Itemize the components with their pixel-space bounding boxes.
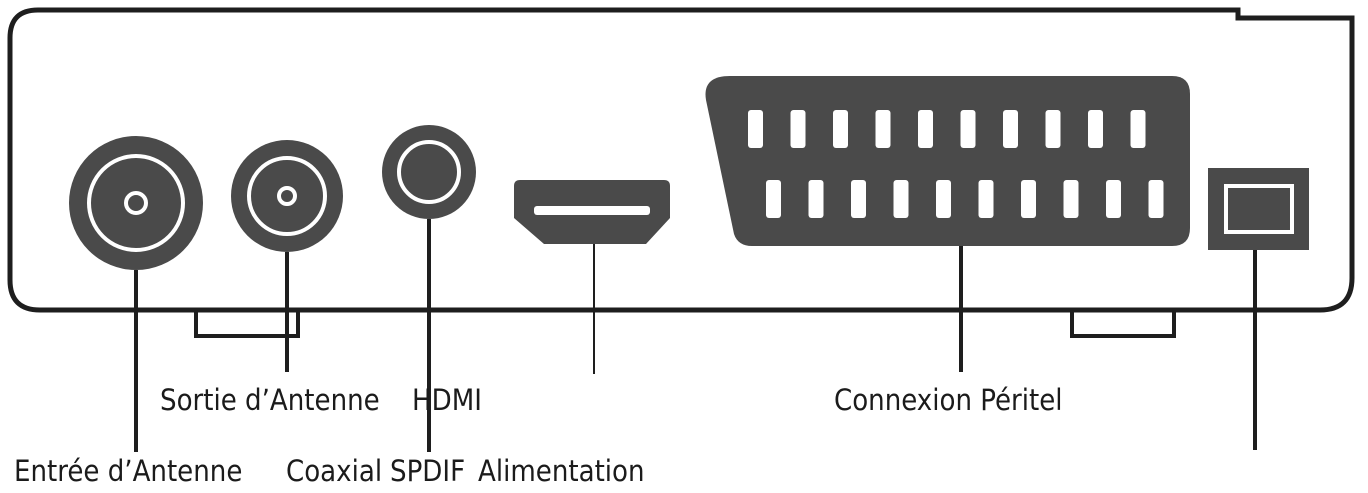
scart-pin [1063, 180, 1079, 218]
scart-pin [960, 110, 976, 148]
scart-pin [748, 110, 763, 148]
scart-pin [808, 180, 824, 218]
scart-pin [1003, 110, 1018, 148]
scart-pin [1021, 180, 1036, 218]
antenna-output-port [231, 140, 343, 252]
scart-pin [893, 180, 909, 218]
scart-pin [766, 180, 781, 218]
label-coaxial: Coaxial [286, 454, 383, 488]
spdif-optical-port [1208, 168, 1309, 250]
antenna-input-port [69, 136, 203, 270]
scart-pin [1045, 110, 1061, 148]
coaxial-port [382, 125, 476, 219]
scart-pin [1148, 180, 1164, 218]
scart-pin [936, 180, 951, 218]
scart-pin [1088, 110, 1103, 148]
scart-port [705, 76, 1190, 246]
label-spdif: SPDIF [390, 454, 466, 488]
scart-pin [833, 110, 848, 148]
scart-pin [918, 110, 933, 148]
scart-pin [790, 110, 806, 148]
scart-pin [851, 180, 866, 218]
label-entree-antenne: Entrée d’Antenne [14, 454, 243, 488]
label-hdmi: HDMI [412, 383, 482, 417]
scart-pin [875, 110, 891, 148]
scart-pin [1106, 180, 1121, 218]
scart-pins [748, 110, 1164, 218]
label-sortie-antenne: Sortie d’Antenne [160, 383, 380, 417]
scart-pin [978, 180, 994, 218]
label-connexion-peritel: Connexion Péritel [834, 383, 1063, 417]
device-foot-left [194, 310, 300, 338]
scart-pin [1130, 110, 1146, 148]
device-foot-right [1070, 310, 1176, 338]
label-alimentation: Alimentation [478, 454, 645, 488]
hdmi-port [514, 180, 670, 244]
